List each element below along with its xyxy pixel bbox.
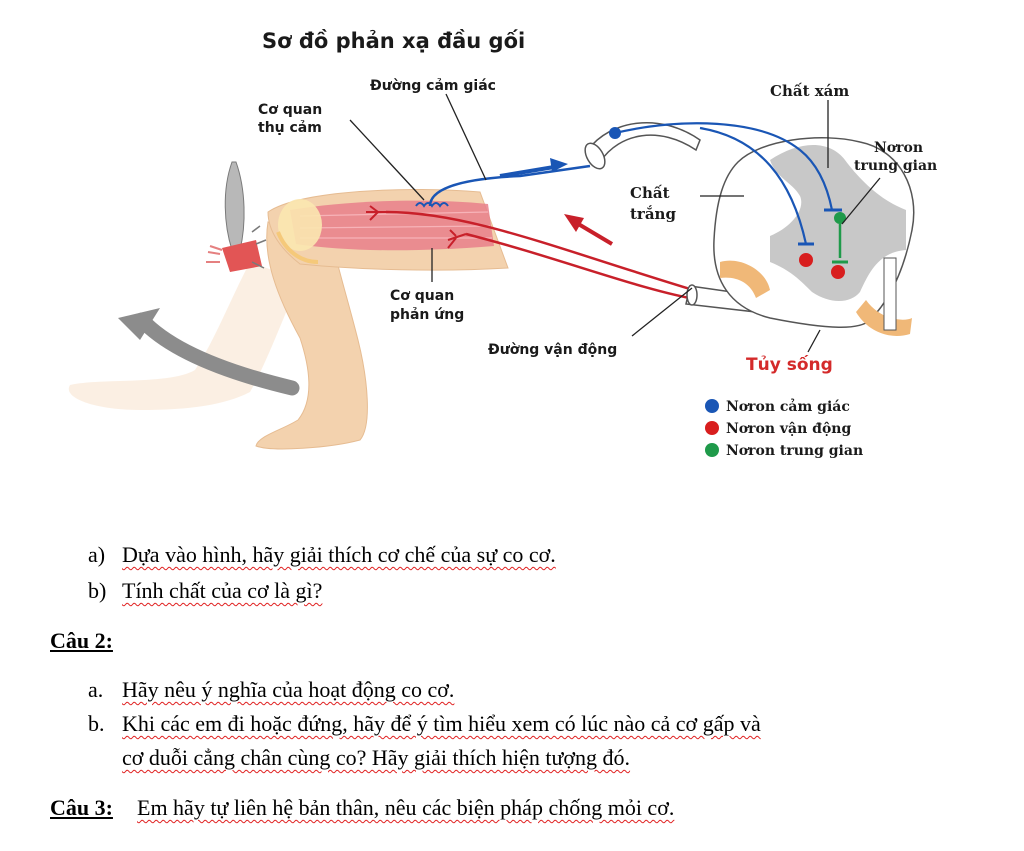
q3-heading: Câu 3: [50,795,113,820]
motor-arrow [573,220,614,246]
sensory-arrow [499,164,561,178]
sensory-pathway [428,164,591,207]
motor-endings [366,205,467,249]
legend-dot-sensory [705,399,719,413]
q1a-text: Dựa vào hình, hãy giải thích cơ chế của … [122,542,556,567]
swing-arrow-head [118,308,160,340]
legend-dot-interneuron [705,443,719,457]
sensory-neuron-body [609,127,621,139]
swing-arrow [134,312,300,396]
motor-neuron-body-2 [831,265,845,279]
label-motor-path: Đường vận động [488,342,617,358]
label-sensory-path: Đường cảm giác [370,78,496,94]
leg [255,188,509,450]
label-effector-2: phản ứng [390,307,464,323]
patella [278,199,322,251]
diagram-title: Sơ đồ phản xạ đầu gối [262,29,525,53]
q2b-marker: b. [88,711,105,736]
legend-label-motor: Nơron vận động [726,421,851,437]
interneuron-body [834,212,846,224]
q2b-text-line1: Khi các em đi hoặc đứng, hãy để ý tìm hi… [122,711,761,736]
q1b-text: Tính chất của cơ là gì? [122,578,323,603]
label-interneuron-2: trung gian [854,158,937,174]
q1b-marker: b) [88,578,107,603]
leader-lines [349,93,881,353]
reflex-hammer [206,161,267,272]
label-effector: Cơ quan [390,288,454,304]
q2a-text: Hãy nêu ý nghĩa của hoạt động co cơ. [122,677,455,702]
label-interneuron: Nơron [874,140,923,156]
q2-heading: Câu 2: [50,628,113,653]
receptor-spindle [415,202,449,208]
label-receptor: Cơ quan [258,102,322,118]
label-white-matter: Chất [630,184,670,202]
q1a-marker: a) [88,542,106,567]
label-receptor-2: thụ cảm [258,120,322,136]
label-gray-matter: Chất xám [770,82,849,100]
legend-label-sensory: Nơron cảm giác [726,398,850,415]
label-spinal-cord: Tủy sống [746,354,833,375]
knee-reflex-diagram: Sơ đồ phản xạ đầu gối [68,29,937,459]
legend: Nơron cảm giác Nơron vận động Nơron trun… [705,398,863,459]
q3-text: Em hãy tự liên hệ bản thân, nêu các biện… [137,795,675,820]
q2b-text-line2: cơ duỗi cẳng chân cùng co? Hãy giải thíc… [122,745,631,770]
q2a-marker: a. [88,677,104,702]
label-white-matter-2: trắng [630,205,676,223]
neurons [609,122,848,279]
motor-neuron-body-1 [799,253,813,267]
legend-dot-motor [705,421,719,435]
legend-label-interneuron: Nơron trung gian [726,443,863,459]
